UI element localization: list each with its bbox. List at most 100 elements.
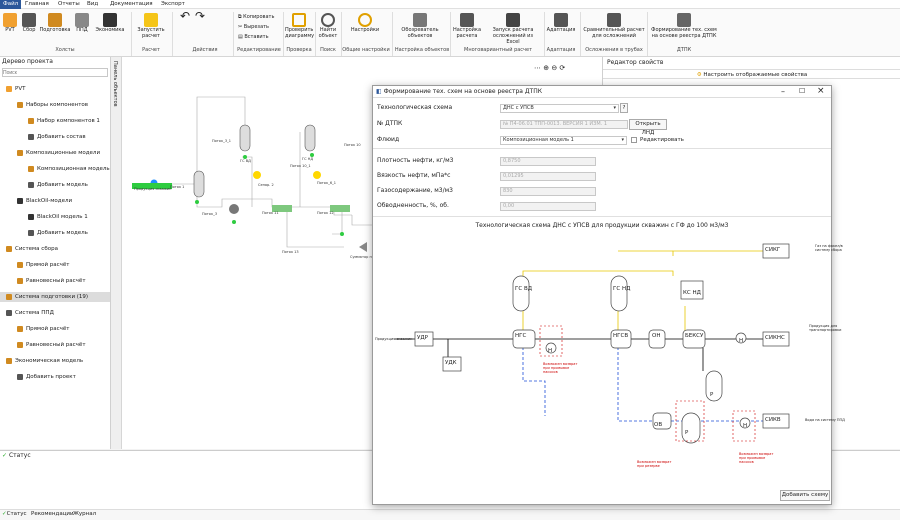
redo-icon[interactable]: ↷ bbox=[194, 9, 206, 23]
find-object-button[interactable]: Найти объект bbox=[317, 13, 339, 39]
dtpk-label: № ДТПК bbox=[377, 120, 403, 127]
cut-button[interactable]: ✂ Вырезать bbox=[238, 24, 269, 30]
paste-button[interactable]: ▤ Вставить bbox=[238, 34, 269, 40]
tree-node-icon bbox=[17, 101, 23, 108]
tree-item[interactable]: Прямой расчёт bbox=[17, 324, 70, 334]
economy-button[interactable]: Экономика bbox=[93, 13, 127, 33]
add-scheme-button[interactable]: Добавить схему bbox=[780, 490, 830, 501]
settings-button[interactable]: Настройки bbox=[350, 13, 380, 33]
menu-bar: Файл Главная Отчеты Вид Документация Экс… bbox=[0, 0, 900, 9]
run-excel-button[interactable]: Запуск расчета осложнений из Excel bbox=[486, 13, 540, 45]
tree-node-icon bbox=[17, 325, 23, 332]
scheme-annotation: Возможен возврат при промывке насосов bbox=[739, 452, 774, 464]
tree-item[interactable]: Наборы компонентов bbox=[17, 100, 88, 110]
gather-button[interactable]: Сбор bbox=[20, 13, 38, 33]
zoom-in-icon[interactable]: ⊕ bbox=[543, 64, 552, 72]
log-tab[interactable]: Журнал bbox=[73, 511, 97, 517]
scheme-node-label: Р bbox=[685, 430, 689, 436]
param-value[interactable]: 830 bbox=[500, 187, 596, 196]
maximize-icon[interactable]: ☐ bbox=[799, 87, 806, 95]
status-tab[interactable]: ✓Статус bbox=[2, 511, 27, 517]
project-tree-panel: Дерево проекта PVT Наборы компонентовНабо… bbox=[0, 57, 111, 449]
close-icon[interactable]: × bbox=[817, 86, 825, 96]
status-tabs: ✓Статус Рекомендации Журнал bbox=[0, 509, 900, 520]
scheme-select[interactable]: ДНС с УПСВ▾ bbox=[500, 104, 619, 113]
tree-item[interactable]: PVT bbox=[6, 84, 25, 94]
fit-view-icon[interactable]: ⋯ bbox=[534, 64, 544, 72]
mini-scheme-label: ГС ВД bbox=[240, 159, 251, 163]
tree-node-icon bbox=[28, 133, 34, 140]
tree-item[interactable]: Прямой расчёт bbox=[17, 260, 70, 270]
param-label: Обводненность, %, об. bbox=[377, 202, 449, 209]
chevron-down-icon: ▾ bbox=[613, 105, 616, 111]
zoom-out-icon[interactable]: ⊖ bbox=[551, 64, 560, 72]
undo-icon[interactable]: ↶ bbox=[179, 9, 191, 23]
tree-item[interactable]: BlackOil модель 1 bbox=[28, 212, 88, 222]
menu-file[interactable]: Файл bbox=[0, 0, 22, 9]
scheme-annotation: Вода на систему ППД bbox=[805, 418, 845, 422]
open-lnd-button[interactable]: Открыть ЛНД bbox=[629, 119, 667, 136]
copy-icon: ⧉ bbox=[238, 14, 244, 20]
mini-scheme-label: Продукция скважин bbox=[134, 187, 172, 191]
tree-title: Дерево проекта bbox=[2, 58, 53, 65]
compare-calc-button[interactable]: Сравнительный расчет для осложнений bbox=[583, 13, 645, 39]
ppd-button[interactable]: ППД bbox=[72, 13, 92, 33]
scheme-annotation: Продукция скважин bbox=[375, 337, 413, 341]
monitor-icon bbox=[554, 13, 568, 27]
tree-node-icon bbox=[28, 213, 34, 220]
app-icon: ◧ bbox=[376, 88, 384, 95]
pvt-button[interactable]: PVT bbox=[2, 13, 18, 33]
tree-item[interactable]: Система сбора bbox=[6, 244, 58, 254]
tree-item[interactable]: Набор компонентов 1 bbox=[28, 116, 100, 126]
menu-view[interactable]: Вид bbox=[87, 1, 99, 7]
network-gear-icon bbox=[677, 13, 691, 27]
menu-home[interactable]: Главная bbox=[25, 1, 49, 7]
network-icon bbox=[22, 13, 36, 27]
objects-panel-tab[interactable]: Панель объектов bbox=[111, 57, 122, 449]
scheme-node-label: НГС bbox=[515, 333, 527, 339]
object-explorer-button[interactable]: Обозреватель объектов bbox=[396, 13, 444, 39]
mini-scheme-label: Поток 10 bbox=[344, 143, 361, 147]
tree-item[interactable]: Композиционная модель bbox=[28, 164, 110, 174]
scheme-annotation: Возможен возврат при промывке насосов bbox=[543, 362, 578, 374]
scheme-node-label: СИКНС bbox=[765, 335, 785, 341]
tree-item[interactable]: Система ППД bbox=[6, 308, 54, 318]
param-value[interactable]: 0,00 bbox=[500, 202, 596, 211]
calc-settings-button[interactable]: Настройка расчета bbox=[452, 13, 482, 39]
help-button[interactable]: ? bbox=[620, 103, 628, 113]
tree-item[interactable]: Добавить модель bbox=[28, 180, 88, 190]
tree-node-icon bbox=[17, 277, 23, 284]
copy-button[interactable]: ⧉ Копировать bbox=[238, 14, 275, 20]
dtpk-field[interactable]: № П4-06.01 ТПП-0013. ВЕРСИЯ 1 ИЗМ. 1 bbox=[500, 120, 628, 129]
param-value[interactable]: 0,8750 bbox=[500, 157, 596, 166]
monitor-icon bbox=[607, 13, 621, 27]
edit-checkbox[interactable] bbox=[631, 137, 637, 143]
dtpk-button[interactable]: Формирование тех. схем на основе реестра… bbox=[650, 13, 718, 39]
tree-item[interactable]: Равновесный расчёт bbox=[17, 276, 86, 286]
tree-item[interactable]: Добавить модель bbox=[28, 228, 88, 238]
tree-item[interactable]: Композиционные модели bbox=[17, 148, 100, 158]
menu-docs[interactable]: Документация bbox=[110, 1, 153, 7]
menu-reports[interactable]: Отчеты bbox=[58, 1, 80, 7]
adaptation-button[interactable]: Адаптация bbox=[546, 13, 576, 33]
tree-item[interactable]: Экономическая модель bbox=[6, 356, 83, 366]
menu-export[interactable]: Экспорт bbox=[161, 1, 185, 7]
tree-search-input[interactable] bbox=[2, 68, 108, 77]
scheme-node-label: НГСВ bbox=[613, 333, 629, 339]
recommendations-tab[interactable]: Рекомендации bbox=[31, 511, 74, 517]
mini-scheme-label: Поток 10_1 bbox=[290, 164, 311, 168]
minimize-icon[interactable]: – bbox=[781, 87, 785, 96]
check-diagram-button[interactable]: Проверить диаграмму bbox=[285, 13, 314, 39]
prep-button[interactable]: Подготовка bbox=[39, 13, 71, 33]
configure-props-button[interactable]: ⚙ Настроить отображаемые свойства bbox=[603, 69, 900, 79]
tree-item[interactable]: Система подготовки (19) bbox=[0, 292, 110, 302]
tree-item[interactable]: Равновесный расчёт bbox=[17, 340, 86, 350]
tree-item[interactable]: Добавить проект bbox=[17, 372, 76, 382]
param-value[interactable]: 0,01295 bbox=[500, 172, 596, 181]
tree-item[interactable]: Добавить состав bbox=[28, 132, 86, 142]
tech-scheme-diagram bbox=[395, 243, 790, 444]
tree-item[interactable]: BlackOil-модели bbox=[17, 196, 72, 206]
run-calc-button[interactable]: Запустить расчет bbox=[135, 13, 167, 39]
fluid-select[interactable]: Композиционная модель 1▾ bbox=[500, 136, 627, 145]
rotate-icon[interactable]: ⟳ bbox=[559, 64, 566, 72]
